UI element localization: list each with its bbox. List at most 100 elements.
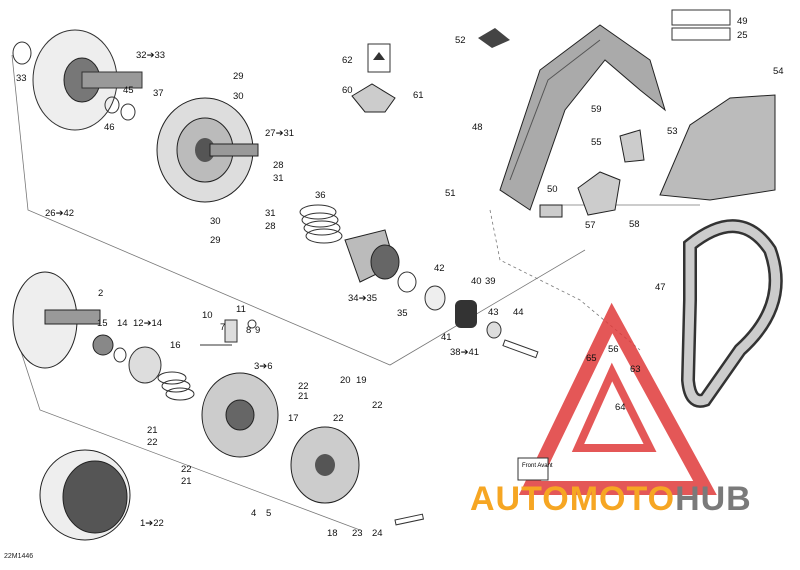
drawing-code: 22M1446: [4, 553, 34, 560]
callout: 48: [472, 122, 483, 133]
callout: 22: [147, 437, 158, 448]
callout: 21: [147, 425, 158, 436]
callout: 33: [16, 73, 27, 84]
callout: 27➔31: [265, 128, 294, 139]
lever-parts: [200, 319, 257, 346]
belt-guard-48: [499, 24, 666, 211]
callout: 36: [315, 190, 326, 201]
callout: 40: [471, 276, 482, 287]
callout: 37: [153, 88, 164, 99]
callout: 52: [455, 35, 466, 46]
callout: 32➔33: [136, 50, 165, 61]
callout: 29: [233, 71, 244, 82]
brackets-55-57: [478, 28, 645, 218]
callout: 16: [170, 340, 181, 351]
front-tag: Front Avant: [517, 457, 553, 481]
callout: 8: [246, 325, 251, 336]
callout: 30: [210, 216, 221, 227]
callout: 22: [298, 381, 309, 392]
callout: 4: [251, 508, 256, 519]
cover-53: [659, 94, 776, 201]
callout: 10: [202, 310, 213, 321]
callout: 5: [266, 508, 271, 519]
decal-62: [367, 43, 391, 73]
callout: 11: [236, 304, 246, 315]
group-lines: [11, 54, 700, 531]
callout: 26➔42: [45, 208, 74, 219]
callout: 9: [255, 325, 260, 336]
callout: 54: [773, 66, 784, 77]
callout: 30: [233, 91, 244, 102]
callout: 7: [220, 322, 225, 333]
callout: 22: [181, 464, 192, 475]
callout: 41: [441, 332, 452, 343]
callout: 39: [485, 276, 496, 287]
callout: 65: [586, 353, 597, 364]
callout: 42: [434, 263, 445, 274]
callout: 23: [352, 528, 363, 539]
governor-cup-18: [290, 426, 425, 526]
callout: 55: [591, 137, 602, 148]
callout: 3➔6: [254, 361, 273, 372]
callout: 31: [265, 208, 276, 219]
watermark-part1: AUTOMOTO: [470, 480, 676, 518]
callout: 38➔41: [450, 347, 479, 358]
callout: 35: [397, 308, 408, 319]
callout: 22: [372, 400, 383, 411]
watermark-triangle: [518, 302, 717, 495]
callout: 45: [123, 85, 134, 96]
labels-49-25: [671, 9, 731, 41]
callout: 22: [333, 413, 344, 424]
callout: 58: [629, 219, 640, 230]
driven-sheave: [12, 271, 127, 369]
cam-34-35: [344, 229, 417, 293]
front-label: Front Avant: [522, 463, 553, 469]
callout: 56: [608, 344, 619, 355]
callout: 21: [181, 476, 192, 487]
parts-42-43: [424, 285, 539, 359]
callout: 63: [630, 364, 641, 375]
callout: 49: [737, 16, 748, 27]
callout: 21: [298, 391, 309, 402]
callout: 60: [342, 85, 353, 96]
callout: 19: [356, 375, 367, 386]
callout: 18: [327, 528, 338, 539]
callout: 50: [547, 184, 558, 195]
callout: 25: [737, 30, 748, 41]
callout: 28: [265, 221, 276, 232]
callout: 31: [273, 173, 284, 184]
callout: 24: [372, 528, 383, 539]
callout: 62: [342, 55, 353, 66]
callout: 15: [97, 318, 108, 329]
callout: 43: [488, 307, 499, 318]
fixed-sheave: [12, 29, 143, 131]
callout: 51: [445, 188, 456, 199]
callout: 1➔22: [140, 518, 164, 529]
callout: 2: [98, 288, 103, 299]
callout: 14: [117, 318, 128, 329]
bracket-60: [351, 83, 396, 113]
callout: 34➔35: [348, 293, 377, 304]
watermark-logo: AUTOMOTOHUB: [470, 480, 752, 519]
callout: 59: [591, 104, 602, 115]
drive-belt-47: [680, 219, 783, 408]
callout: 47: [655, 282, 666, 293]
callout: 20: [340, 375, 351, 386]
callout: 28: [273, 160, 284, 171]
drive-sheave-spider: [156, 97, 259, 203]
callout: 29: [210, 235, 221, 246]
callout: 64: [615, 402, 626, 413]
callout: 12➔14: [133, 318, 162, 329]
callout: 44: [513, 307, 524, 318]
watermark-part2: HUB: [675, 480, 752, 518]
callout: 57: [585, 220, 596, 231]
washers-45-46: [104, 96, 136, 121]
callout: 53: [667, 126, 678, 137]
callout: 61: [413, 90, 424, 101]
movable-sheave-3-6: [201, 372, 279, 458]
callout: 46: [104, 122, 115, 133]
spring-36: [299, 204, 343, 244]
assembled-pulley-1-22: [39, 449, 131, 541]
